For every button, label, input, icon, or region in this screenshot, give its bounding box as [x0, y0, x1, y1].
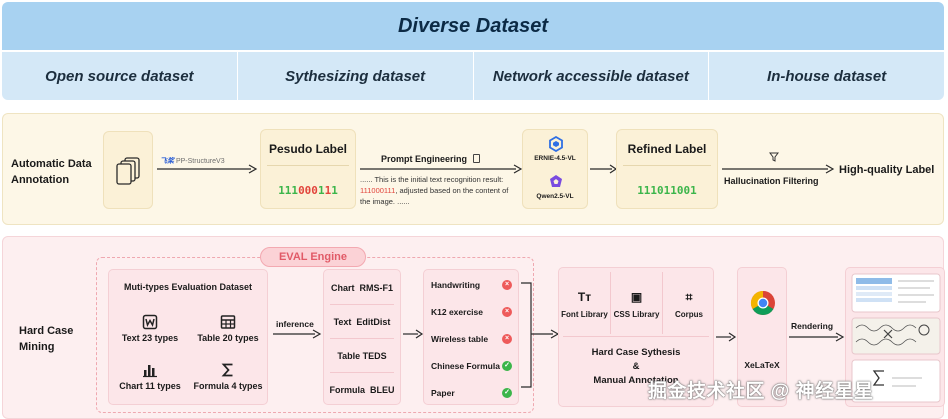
paddle-logo: 飞桨 — [160, 158, 174, 165]
rendering-label: Rendering — [791, 321, 834, 331]
corpus: ⌗Corpus — [663, 272, 715, 334]
hard-case-panel: Hard Case Mining EVAL Engine Muti-types … — [2, 236, 945, 419]
watermark: 掘金技术社区 @ 神经星星 — [648, 381, 874, 402]
auto-annotation-panel: Automatic Data Annotation 飞桨 PP-Structur… — [2, 113, 944, 225]
metric-chart: Chart RMS-F1 — [330, 283, 394, 293]
sigma-icon — [221, 363, 233, 377]
inference-label: inference — [276, 319, 314, 329]
fail-icon: × — [502, 334, 512, 344]
metric-table: Table TEDS — [337, 351, 387, 361]
source-open: Open source dataset — [2, 52, 238, 100]
chrome-icon — [750, 291, 775, 316]
qwen-icon — [550, 175, 562, 187]
rendered-samples-image — [851, 273, 941, 403]
arrow-to-pseudo — [157, 164, 258, 174]
qwen-label: Qwen2.5-VL — [536, 193, 574, 200]
dataset-table: Table 20 types — [191, 310, 265, 354]
copy-icon — [472, 154, 480, 163]
ernie-label: ERNIE-4.5-VL — [534, 155, 576, 162]
arrow-to-render — [789, 332, 845, 342]
refined-label-title: Refined Label — [627, 142, 707, 156]
pseudo-label-card: Pesudo Label 111000111 — [260, 129, 356, 209]
case-chinese-formula: Chinese Formula — [431, 361, 500, 371]
rendered-samples-box — [845, 267, 945, 407]
source-synth: Sythesizing dataset — [238, 52, 474, 100]
metric-formula: Formula BLEU — [329, 385, 395, 395]
pseudo-bit-group: 1 — [324, 184, 332, 197]
pseudo-bit-group: 111 — [278, 184, 299, 197]
bracket-connector — [521, 282, 560, 388]
pass-icon: ✓ — [502, 361, 512, 371]
bar-chart-icon — [143, 365, 157, 378]
table-icon — [220, 315, 236, 329]
ernie-icon — [549, 136, 563, 152]
synthesis-label: Hard Case Sythesis & Manual Annotation — [591, 347, 681, 386]
fail-icon: × — [502, 307, 512, 317]
refined-label-card: Refined Label 111011001 — [616, 129, 718, 209]
pseudo-bit-group: 1 — [331, 184, 338, 197]
pseudo-bit-group: 1 — [317, 184, 325, 197]
refined-label-value: 111011001 — [637, 184, 697, 197]
metric-text: Text EditDist — [333, 317, 391, 327]
pp-structure-label: 飞桨 PP-StructureV3 — [160, 158, 225, 165]
arrow-to-output — [722, 164, 835, 174]
xelatex-box: XeLaTeX — [737, 267, 787, 407]
evaluation-dataset-title: Muti-types Evaluation Dataset — [123, 282, 253, 292]
prompt-engineering-label: Prompt Engineering — [381, 154, 480, 164]
high-quality-label: High-quality Label — [839, 164, 935, 176]
eval-engine-label: EVAL Engine — [260, 247, 366, 267]
dataset-chart: Chart 11 types — [113, 358, 187, 402]
case-k12: K12 exercise — [431, 307, 483, 317]
fail-icon: × — [502, 280, 512, 290]
documents-icon — [116, 157, 140, 185]
case-wireless-table: Wireless table — [431, 334, 489, 344]
arrow-to-xelatex — [716, 332, 737, 342]
pass-icon: ✓ — [502, 388, 512, 398]
documents-card — [103, 131, 153, 209]
hallucination-filtering-label: Hallucination Filtering — [724, 176, 819, 186]
hard-case-title: Hard Case Mining — [19, 325, 74, 353]
auto-annotation-title: Automatic Data Annotation — [11, 158, 92, 186]
xelatex-label: XeLaTeX — [744, 360, 780, 370]
pseudo-label-title: Pesudo Label — [268, 142, 348, 156]
arrow-to-cases — [403, 329, 424, 339]
filter-icon — [769, 152, 779, 162]
vlm-models-card: ERNIE-4.5-VL Qwen2.5-VL — [522, 129, 588, 209]
arrow-to-refined — [590, 164, 618, 174]
prompt-text: ...... This is the initial text recognit… — [360, 175, 509, 206]
dataset-formula: Formula 4 types — [191, 358, 265, 402]
arrow-inference — [273, 329, 322, 339]
case-paper: Paper — [431, 388, 455, 398]
evaluation-dataset-box: Muti-types Evaluation Dataset Text 23 ty… — [108, 269, 268, 405]
scan-icon: ⌗ — [685, 290, 693, 304]
dataset-sources: Open source dataset Sythesizing dataset … — [2, 52, 944, 100]
dataset-text: Text 23 types — [113, 310, 187, 354]
metrics-box: Chart RMS-F1 Text EditDist Table TEDS Fo… — [323, 269, 401, 405]
source-network: Network accessible dataset — [474, 52, 710, 100]
arrow-to-models — [360, 164, 523, 174]
diagram-title: Diverse Dataset — [2, 2, 944, 50]
css-icon: ▣ — [630, 290, 643, 304]
word-icon — [142, 314, 158, 330]
css-library: ▣CSS Library — [611, 272, 663, 334]
source-inhouse: In-house dataset — [767, 67, 887, 85]
pseudo-bit-group: 000 — [298, 184, 318, 197]
case-handwriting: Handwriting — [431, 280, 481, 290]
case-results-box: Handwriting × K12 exercise × Wireless ta… — [423, 269, 519, 405]
font-icon: Tт — [577, 290, 592, 304]
pseudo-label-value: 111000111 — [261, 184, 355, 197]
